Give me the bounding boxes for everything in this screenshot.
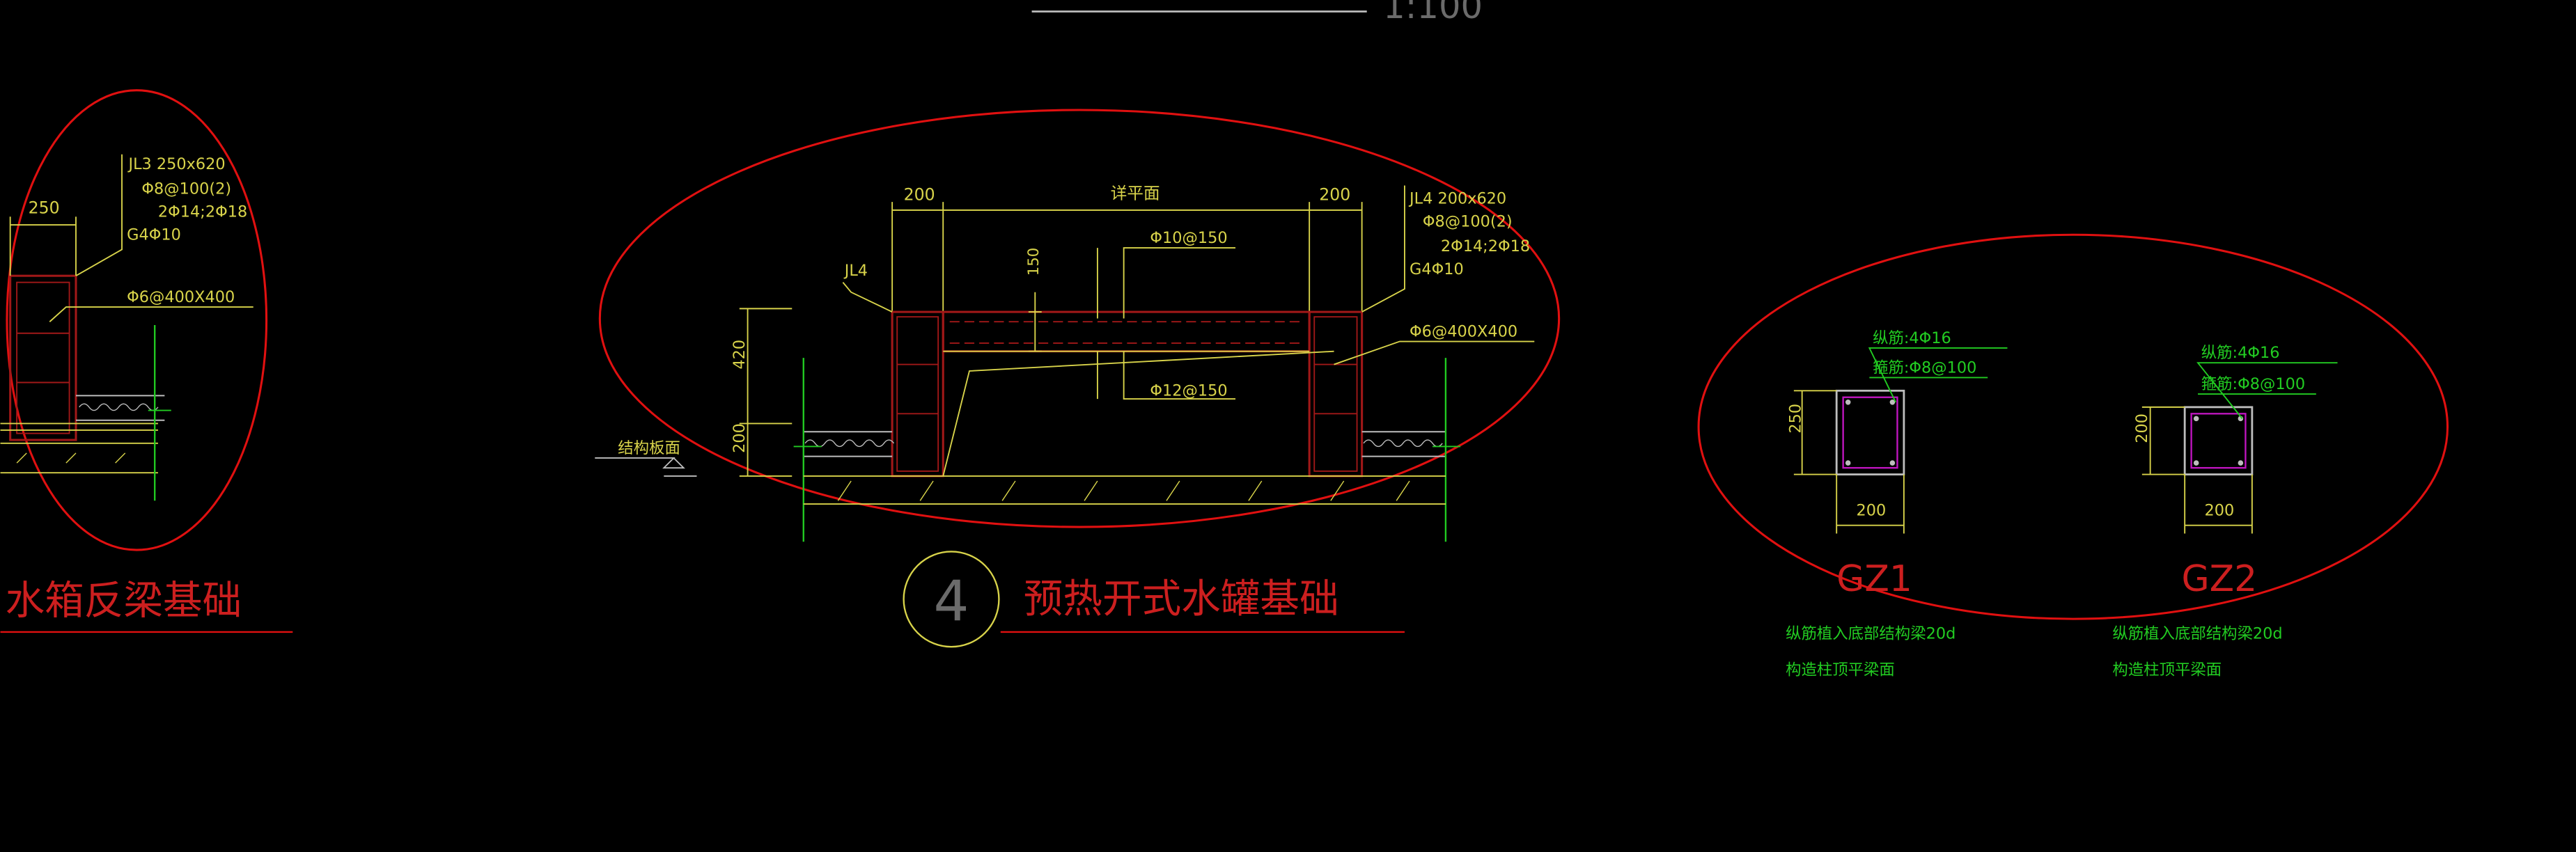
- dim-top-main: 200 200 详平面: [891, 183, 1363, 313]
- mesh-spec-left: Φ6@400X400: [127, 288, 235, 306]
- markup-ellipse-left: [6, 89, 268, 551]
- dim-height-main: 420: [731, 340, 749, 370]
- column-gz1-dim-h: 250: [1786, 404, 1804, 434]
- column-gz2-name: GZ2: [2181, 558, 2257, 600]
- column-gz1-section: [1835, 389, 1905, 475]
- beam-spec-left-2: Φ8@100(2): [141, 180, 231, 198]
- column-gz2-stirrup: [2190, 413, 2247, 469]
- detail-main-title: 预热开式水罐基础: [1024, 576, 1339, 622]
- scale-text: 1:100: [1383, 0, 1483, 26]
- right-beam-leader: [1361, 185, 1405, 313]
- level-marker: [595, 457, 685, 469]
- mesh-leader-left: [49, 306, 253, 322]
- beam-spec-left-3: 2Φ14;2Φ18: [158, 203, 247, 221]
- column-gz1-stirrup-spec: 箍筋:Φ8@100: [1873, 358, 1976, 377]
- side-slab-left: [793, 358, 895, 542]
- beam-leader-left: [75, 154, 123, 277]
- column-gz2-dim-w: 200: [2204, 502, 2234, 520]
- right-beam-spec-4: G4Φ10: [1410, 260, 1464, 278]
- column-gz1-note2: 构造柱顶平梁面: [1786, 661, 1895, 679]
- slab-rebar-bent: [942, 350, 1334, 477]
- column-gz2-note1: 纵筋植入底部结构梁20d: [2112, 624, 2282, 642]
- column-gz2-leader: [2196, 362, 2338, 419]
- top-rebar-spec: Φ10@150: [1150, 229, 1227, 247]
- column-gz1-note1: 纵筋植入底部结构梁20d: [1786, 624, 1956, 642]
- left-beam-label: JL4: [843, 262, 868, 280]
- right-beam-spec-2: Φ8@100(2): [1423, 212, 1513, 230]
- slab-layers-left: [0, 324, 171, 501]
- column-gz1: 纵筋:4Φ16 箍筋:Φ8@100 250 200 GZ1 纵筋植入底部结构梁2…: [1786, 329, 2008, 679]
- column-gz1-dim-w: 200: [1857, 502, 1887, 520]
- column-gz2-dim-h: 200: [2133, 413, 2151, 443]
- structural-slab: [803, 475, 1446, 505]
- floor-label-main: 详平面: [1111, 183, 1160, 203]
- top-rebar-leader: [1123, 247, 1236, 319]
- dim-slab-main: 150: [1025, 248, 1043, 276]
- column-gz2-note2: 构造柱顶平梁面: [2112, 661, 2222, 679]
- scale-header: 1:100: [1031, 0, 1483, 26]
- detail-number-circle: [903, 551, 1000, 648]
- right-beam-spec-1: JL4 200x620: [1408, 189, 1506, 207]
- detail-number: 4: [934, 569, 969, 633]
- level-label: 结构板面: [618, 439, 680, 457]
- detail-left: 250 JL3 250x620 Φ8@100(2) 2Φ14;2Φ18 G4Φ1…: [0, 89, 293, 633]
- mesh-spec-main: Φ6@400X400: [1410, 322, 1517, 340]
- column-gz2: 纵筋:4Φ16 箍筋:Φ8@100 200 200 GZ2 纵筋植入底部结构梁2…: [2112, 344, 2338, 679]
- column-gz1-long-bar: 纵筋:4Φ16: [1873, 329, 1951, 347]
- bottom-rebar-leader: [1123, 351, 1236, 400]
- column-gz2-long-bar: 纵筋:4Φ16: [2201, 344, 2280, 362]
- beam-section-left: [9, 274, 77, 441]
- column-gz2-stirrup-spec: 箍筋:Φ8@100: [2201, 375, 2305, 393]
- markup-ellipse-columns: [1697, 233, 2449, 620]
- beam-right-main: [1308, 310, 1364, 478]
- mesh-leader-main: [1334, 340, 1535, 365]
- left-beam-leader: [842, 282, 893, 313]
- dim-right-main: 200: [1319, 185, 1350, 205]
- beam-spec-left-4: G4Φ10: [127, 226, 181, 244]
- column-gz2-section: [2183, 406, 2254, 475]
- column-gz1-stirrup: [1842, 396, 1898, 469]
- detail-left-title: 水箱反梁基础: [6, 578, 242, 624]
- right-beam-spec-3: 2Φ14;2Φ18: [1441, 237, 1530, 255]
- detail-main: 200 200 详平面 150 Φ10@150 Φ12@150: [595, 109, 1561, 648]
- beam-stirrup-left: [16, 281, 70, 434]
- column-gz1-name: GZ1: [1836, 558, 1912, 600]
- dim-base-main: 200: [731, 423, 749, 453]
- side-slab-right: [1361, 358, 1461, 542]
- beam-spec-left-1: JL3 250x620: [127, 155, 225, 173]
- slab-main: [942, 310, 1311, 353]
- markup-ellipse-main: [598, 109, 1561, 528]
- dim-width-left: 250: [29, 198, 60, 218]
- dim-left-main: 200: [904, 185, 935, 205]
- detail-columns: 纵筋:4Φ16 箍筋:Φ8@100 250 200 GZ1 纵筋植入底部结构梁2…: [1697, 233, 2449, 679]
- bottom-rebar-spec: Φ12@150: [1150, 381, 1227, 400]
- beam-left-main: [891, 310, 944, 478]
- column-gz1-leader: [1868, 347, 2008, 403]
